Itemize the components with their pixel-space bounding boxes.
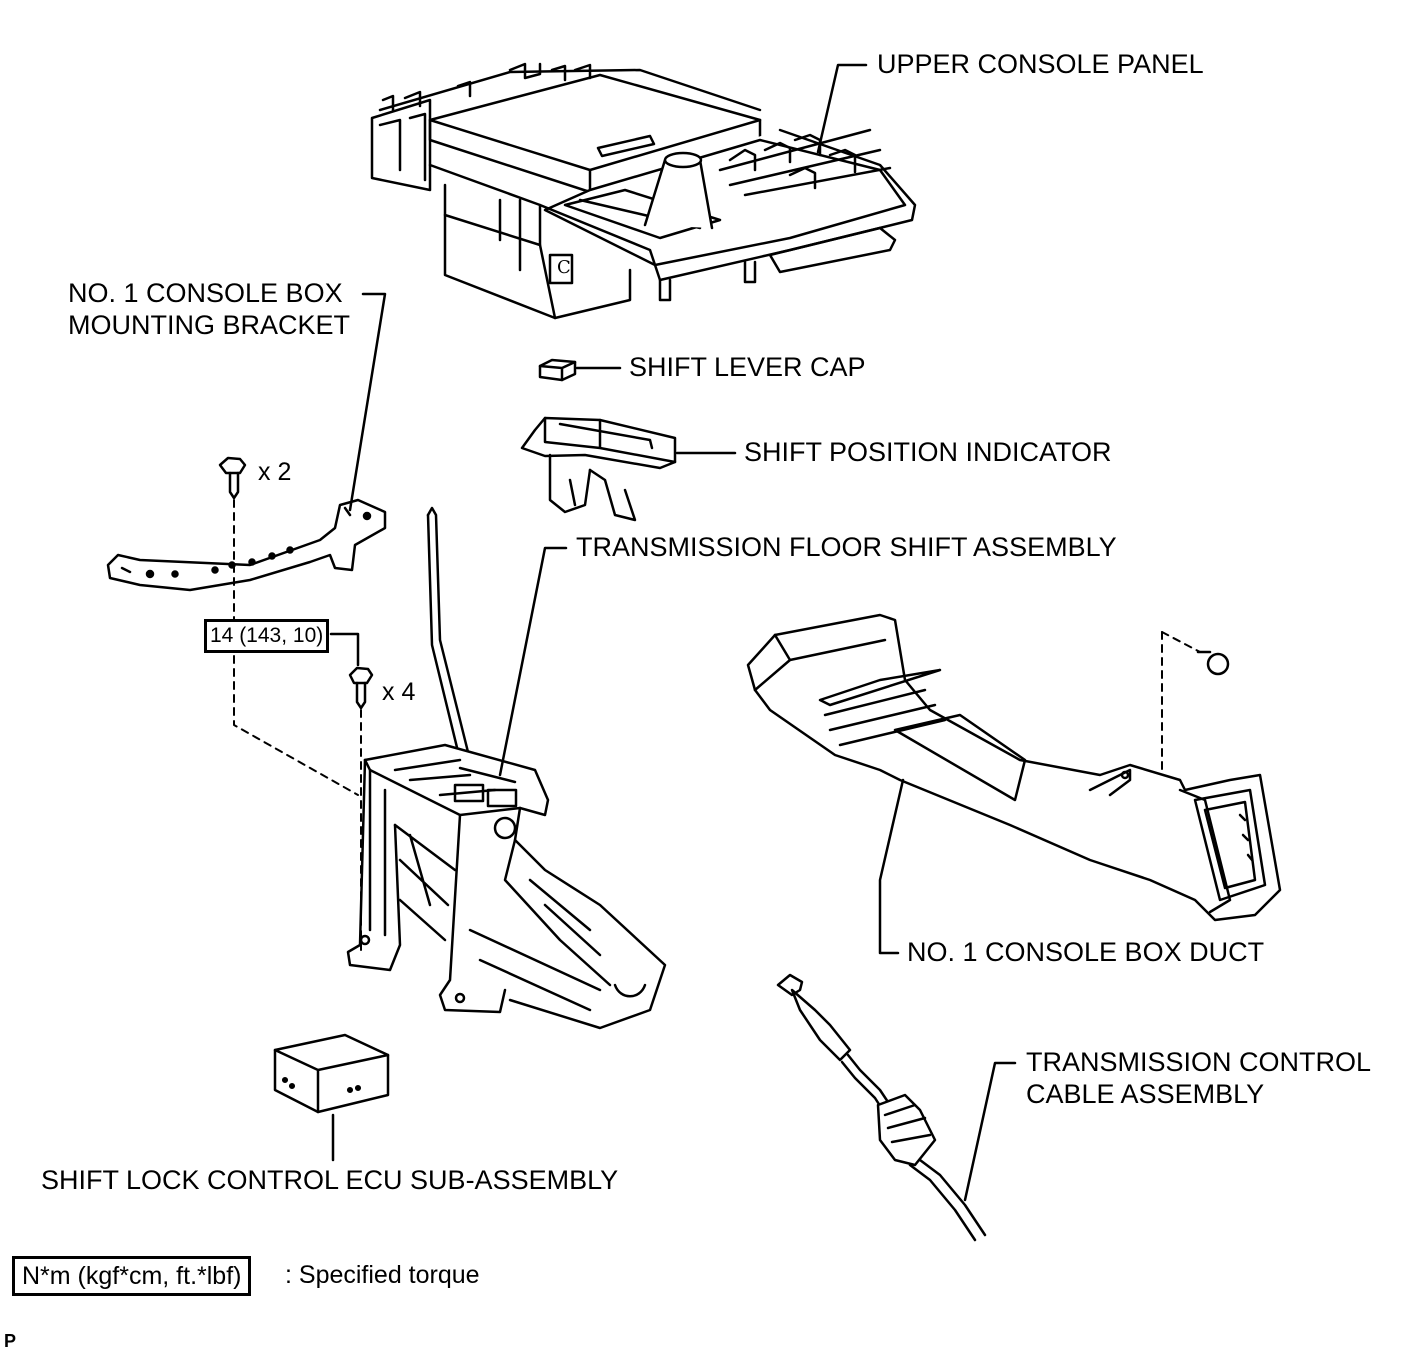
legend-description: : Specified torque <box>285 1261 480 1289</box>
duct-clip-part <box>1196 650 1230 676</box>
torque-spec-box: 14 (143, 10) <box>204 619 330 653</box>
console-box-duct-part <box>746 613 1282 922</box>
legend-unit-box: N*m (kgf*cm, ft.*lbf) <box>12 1256 252 1296</box>
shift-position-indicator-part <box>520 416 677 522</box>
quantity-bracket-bolts: x 2 <box>258 458 292 486</box>
label-control-cable-line1: TRANSMISSION CONTROL <box>1026 1047 1372 1077</box>
panel-mark: C <box>557 257 571 278</box>
label-shift-lock-ecu: SHIFT LOCK CONTROL ECU SUB-ASSEMBLY <box>41 1165 619 1195</box>
guide-lines <box>233 499 1201 951</box>
label-floor-shift-assembly: TRANSMISSION FLOOR SHIFT ASSEMBLY <box>576 532 1117 562</box>
label-upper-console-panel: UPPER CONSOLE PANEL <box>877 49 1204 79</box>
quantity-shift-bolts: x 4 <box>382 678 416 706</box>
label-shift-position-indicator: SHIFT POSITION INDICATOR <box>744 437 1112 467</box>
shift-lock-ecu-part <box>273 1033 390 1114</box>
console-box-mounting-bracket-part <box>106 498 387 592</box>
transmission-floor-shift-assembly-part <box>346 506 667 1030</box>
shift-lever-cap-part <box>538 358 577 382</box>
label-console-box-duct: NO. 1 CONSOLE BOX DUCT <box>907 937 1265 967</box>
label-control-cable-line2: CABLE ASSEMBLY <box>1026 1079 1265 1109</box>
shift-assembly-bolt-part <box>348 666 374 710</box>
label-bracket-line1: NO. 1 CONSOLE BOX <box>68 278 343 308</box>
footer-code: P <box>4 1331 17 1351</box>
leader-lines <box>329 63 1017 1202</box>
label-shift-lever-cap: SHIFT LEVER CAP <box>629 352 866 382</box>
bracket-bolt-part <box>218 456 247 500</box>
label-bracket-line2: MOUNTING BRACKET <box>68 310 351 340</box>
transmission-control-cable-part <box>776 973 987 1242</box>
upper-console-panel-part <box>370 62 917 320</box>
